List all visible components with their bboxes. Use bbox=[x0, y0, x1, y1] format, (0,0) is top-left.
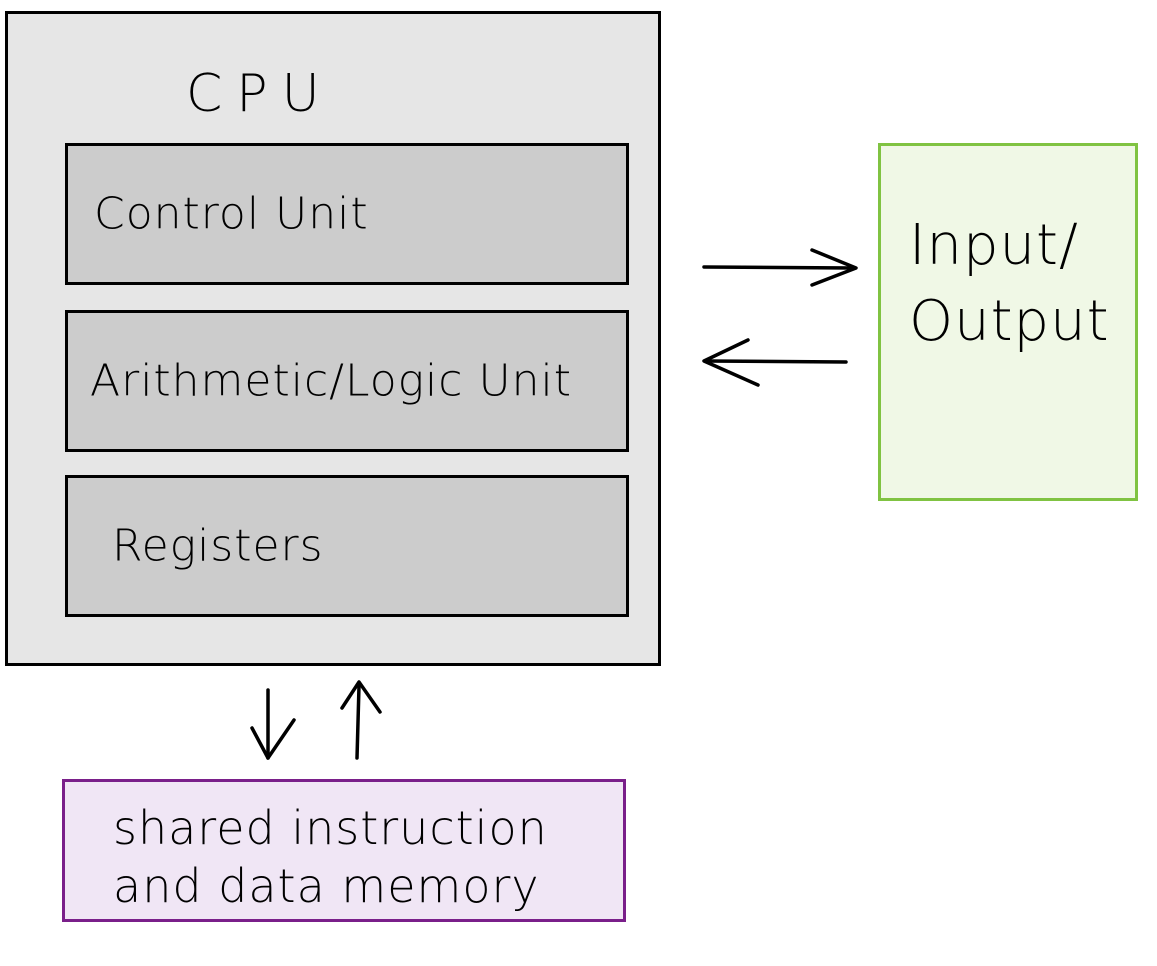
arrow-right-icon bbox=[702, 248, 858, 287]
control-unit-label: Control Unit bbox=[94, 188, 369, 240]
alu-unit-box: Arithmetic/Logic Unit bbox=[65, 310, 629, 452]
arrow-left-icon bbox=[702, 338, 848, 387]
memory-box: shared instruction and data memory bbox=[62, 779, 626, 922]
input-output-box: Input/ Output bbox=[878, 143, 1138, 501]
registers-unit-label: Registers bbox=[112, 520, 324, 572]
control-unit-box: Control Unit bbox=[65, 143, 629, 285]
cpu-title: CPU bbox=[186, 64, 334, 124]
arrow-up-icon bbox=[340, 680, 382, 760]
memory-label: shared instruction and data memory bbox=[113, 801, 548, 913]
registers-unit-box: Registers bbox=[65, 475, 629, 617]
input-output-label: Input/ Output bbox=[909, 213, 1110, 354]
arrow-down-icon bbox=[250, 688, 296, 760]
cpu-box: CPU Control Unit Arithmetic/Logic Unit R… bbox=[5, 11, 661, 666]
alu-unit-label: Arithmetic/Logic Unit bbox=[90, 355, 573, 407]
